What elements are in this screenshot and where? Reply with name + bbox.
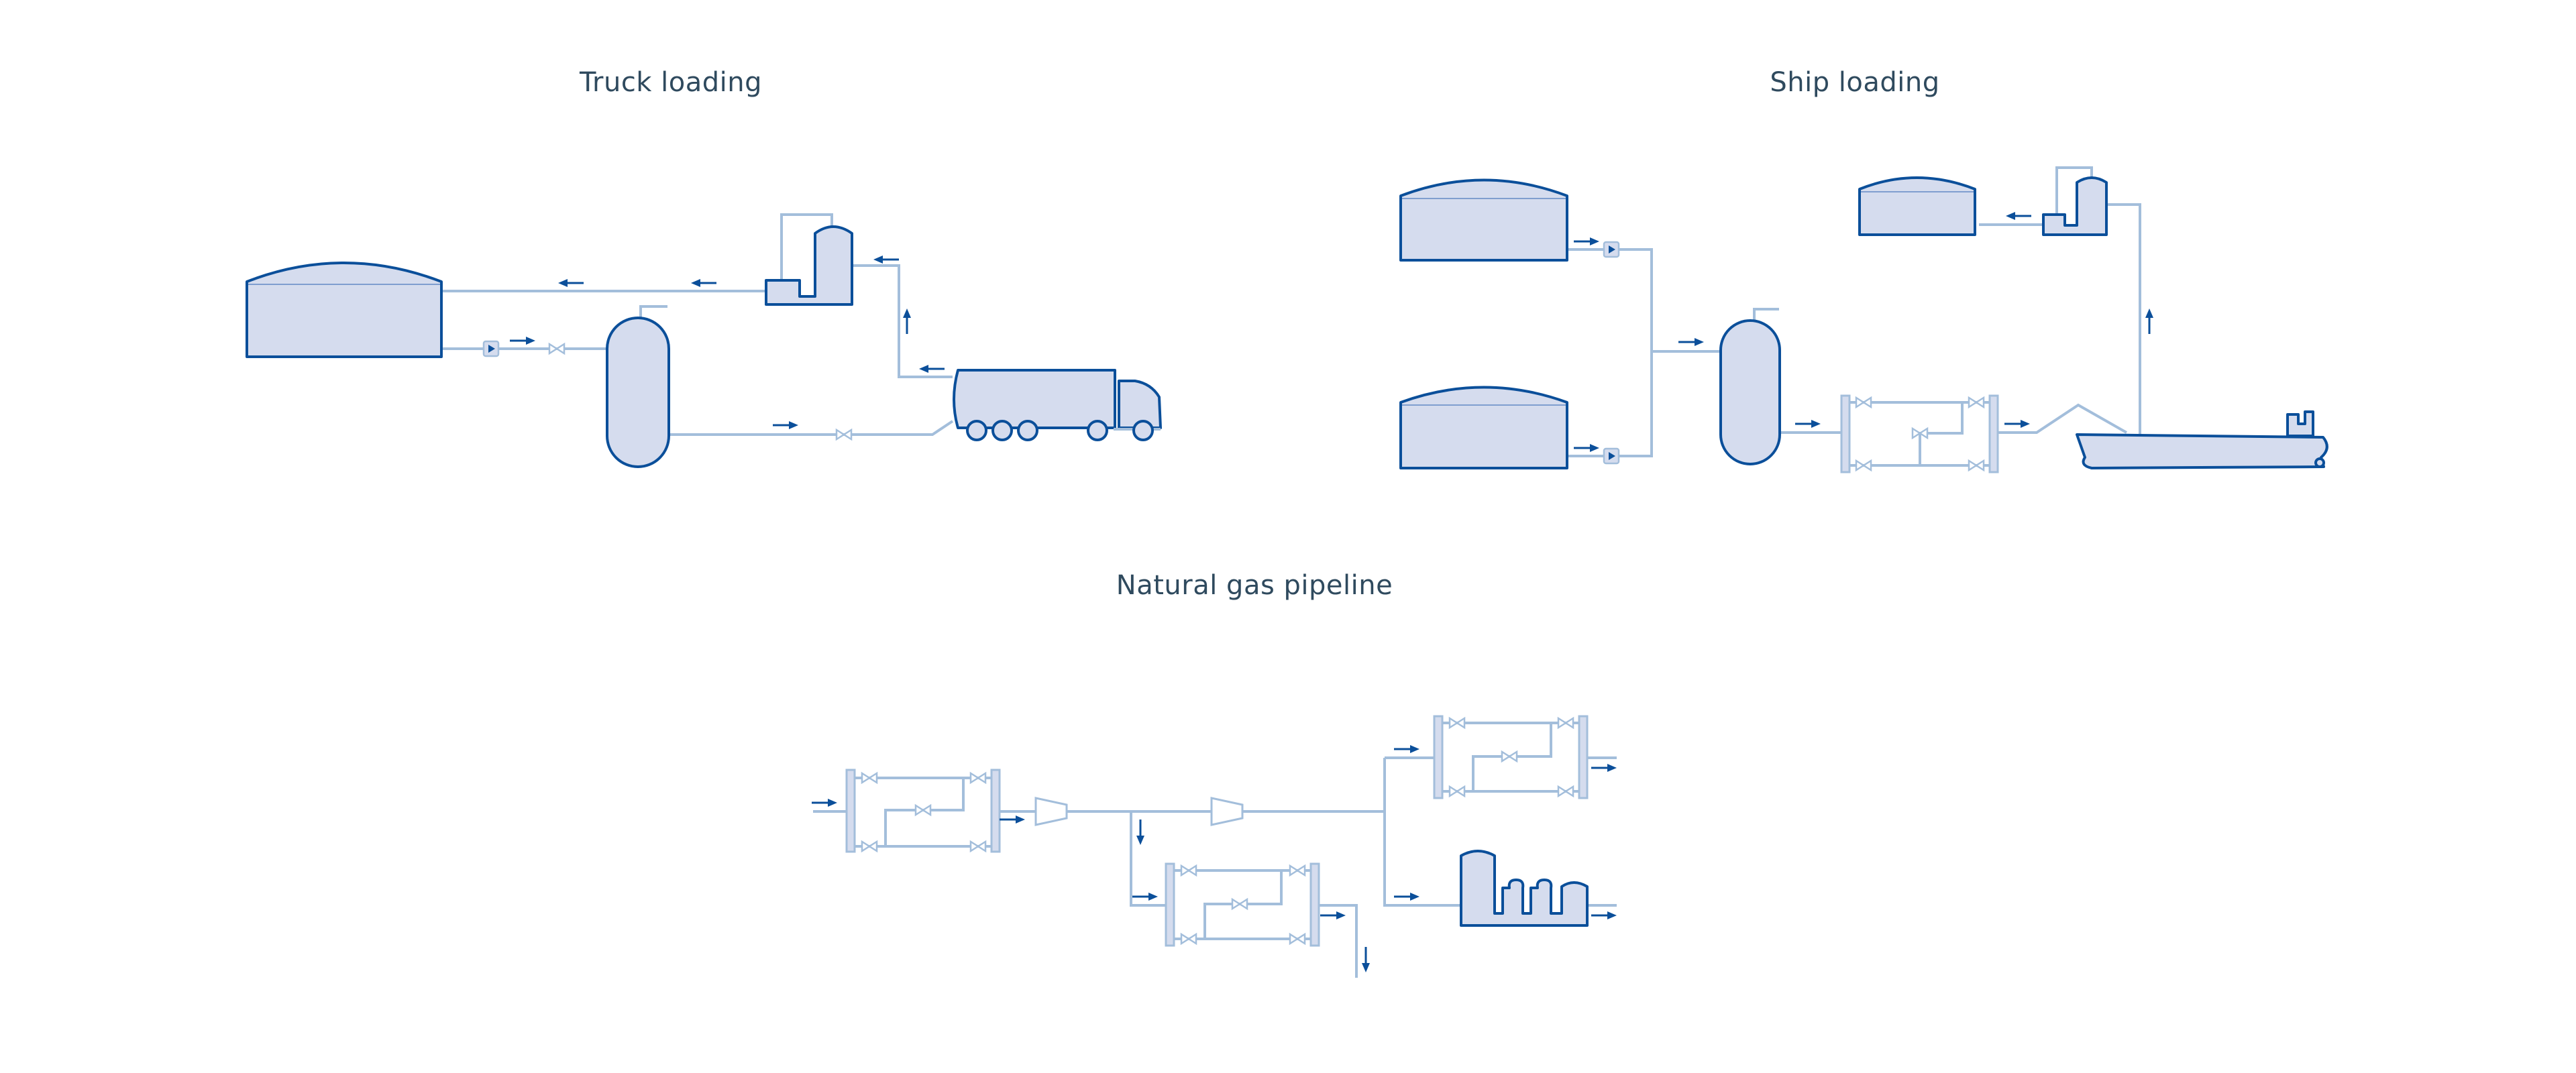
metering-skid-icon (1165, 862, 1320, 947)
pump-icon (1603, 241, 1620, 258)
pipe (667, 420, 954, 436)
valve-icon (548, 343, 566, 355)
vapor-recovery-unit-icon (2042, 176, 2108, 236)
pipe (1753, 308, 1779, 321)
valve-icon (835, 429, 853, 441)
flow-arrow-icon (1135, 818, 1146, 846)
flow-arrow-icon (2144, 307, 2155, 335)
flow-arrow-icon (508, 335, 537, 346)
flow-arrow-icon (998, 814, 1026, 825)
flow-arrow-icon (1794, 418, 1822, 429)
pipe (1318, 904, 1358, 978)
pipe (1130, 811, 1167, 907)
metering-skid-icon (845, 769, 1001, 853)
pump-icon (1603, 447, 1620, 465)
flow-arrow-icon (872, 254, 900, 265)
flow-arrow-icon (2003, 418, 2031, 429)
flow-arrow-icon (771, 420, 800, 431)
flow-arrow-icon (902, 307, 912, 335)
flow-arrow-icon (1572, 443, 1601, 453)
pipe (1383, 758, 1461, 907)
pipe (1991, 403, 2127, 434)
pipe (780, 213, 833, 282)
pipe (2055, 166, 2093, 215)
compressor-icon (1034, 797, 1068, 826)
flow-arrow-icon (557, 278, 585, 288)
truck-loading-title: Truck loading (579, 67, 763, 98)
natural-gas-pipeline-title: Natural gas pipeline (1116, 570, 1393, 601)
ship-icon (2076, 410, 2328, 469)
pipe (1568, 248, 1653, 457)
storage-tank-icon (1858, 176, 1976, 236)
flow-arrow-icon (1590, 763, 1618, 773)
pump-icon (482, 340, 500, 357)
truck-loading-section (246, 213, 1162, 468)
ship-loading-section (1399, 166, 2328, 473)
compressor-icon (1210, 797, 1244, 826)
flow-arrow-icon (1131, 891, 1159, 902)
pipe (639, 305, 667, 318)
flow-arrow-icon (2004, 211, 2033, 221)
flow-arrow-icon (1677, 337, 1705, 347)
pipe (2108, 203, 2141, 436)
pipe (852, 264, 953, 378)
flow-arrow-icon (1572, 236, 1601, 247)
flow-arrow-icon (690, 278, 718, 288)
flow-arrow-icon (1393, 744, 1421, 754)
storage-tank-icon (1399, 386, 1568, 469)
metering-skid-icon (1840, 394, 1999, 473)
flow-arrow-icon (1360, 946, 1371, 974)
metering-skid-icon (1433, 715, 1589, 799)
flow-arrow-icon (810, 797, 839, 808)
natural-gas-pipeline-section (810, 715, 1618, 978)
flow-arrow-icon (918, 363, 946, 374)
tanker-truck-icon (953, 369, 1162, 441)
processing-plant-icon (1460, 850, 1589, 927)
vapor-recovery-unit-icon (765, 225, 853, 306)
ship-loading-title: Ship loading (1770, 67, 1940, 98)
flow-arrow-icon (1319, 910, 1347, 921)
flow-arrow-icon (1590, 910, 1618, 921)
pressure-vessel-icon (606, 317, 670, 468)
flow-arrow-icon (1393, 891, 1421, 902)
pressure-vessel-icon (1719, 319, 1781, 465)
storage-tank-icon (246, 262, 443, 358)
storage-tank-icon (1399, 178, 1568, 262)
